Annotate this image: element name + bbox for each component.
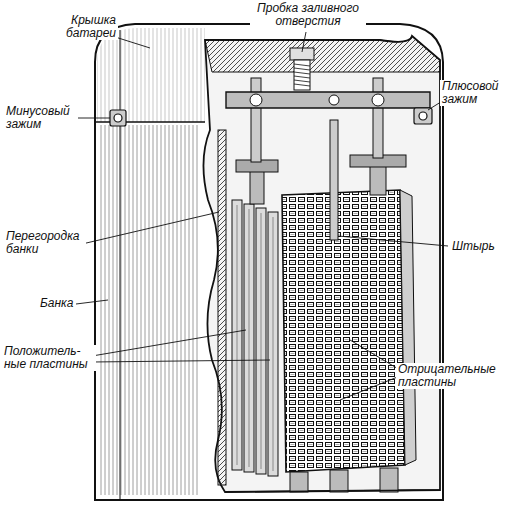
cutaway: [203, 36, 440, 492]
cell-partition: [218, 130, 226, 485]
part-label: Положитель- ные пластины: [2, 345, 96, 371]
cover-section: [205, 36, 440, 72]
part-label: Банка: [38, 297, 75, 310]
part-label: Минусовый зажим: [4, 105, 78, 131]
case-texture: [100, 125, 200, 495]
negative-plate: [282, 190, 405, 472]
part-label: Плюсовой зажим: [440, 80, 510, 106]
leader-lines: [72, 32, 448, 400]
plus-terminal: [414, 108, 432, 124]
positive-plates: [232, 200, 278, 476]
filler-plug: [290, 48, 314, 90]
part-label: Крышка батареи: [50, 14, 118, 40]
part-label: Штырь: [450, 240, 497, 253]
plate-supports: [290, 468, 398, 492]
part-label: Перегородка банки: [4, 230, 86, 256]
connector-bar: [226, 92, 430, 108]
minus-terminal: [110, 110, 126, 126]
part-label: Отрицательные пластины: [396, 363, 508, 389]
battery-case: [95, 24, 443, 500]
part-label: Пробка заливного отверстия: [250, 2, 366, 28]
cover-texture: [97, 28, 205, 122]
